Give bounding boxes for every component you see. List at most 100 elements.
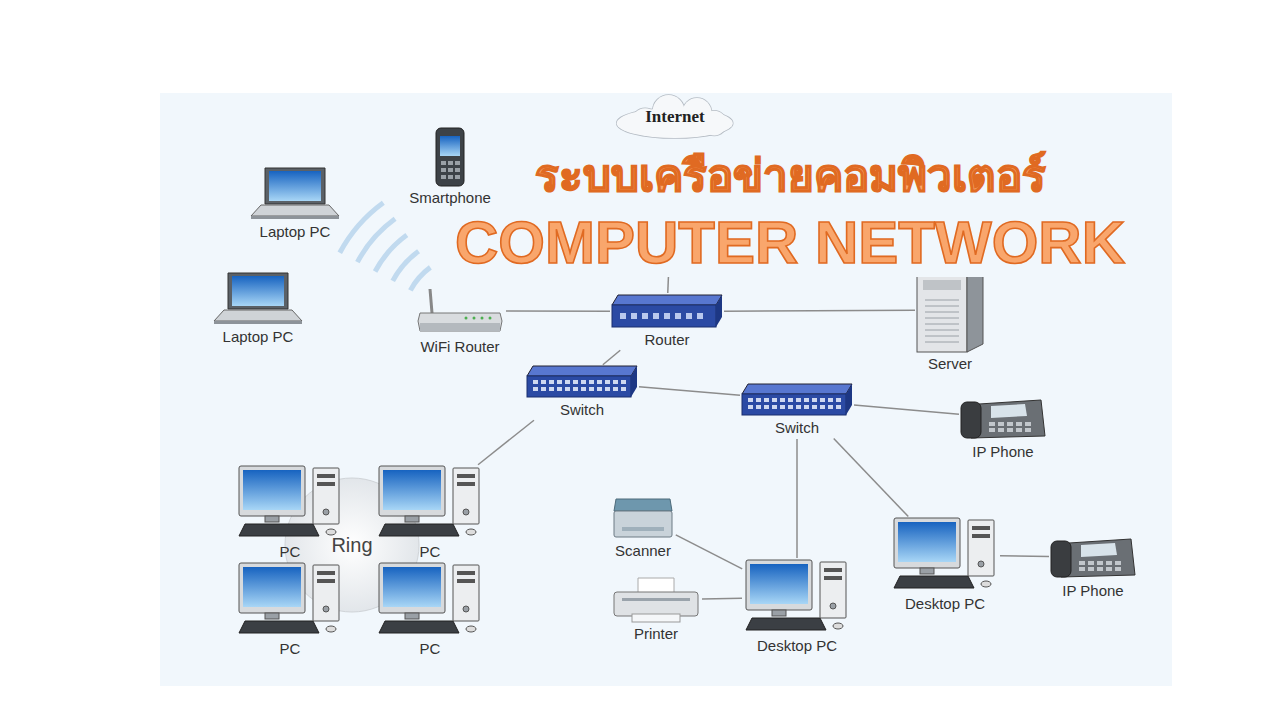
drawing-part — [527, 366, 637, 376]
switch-node: Switch — [742, 384, 852, 437]
drawing-part — [622, 598, 690, 601]
drawing-part — [430, 289, 432, 313]
ipphone-node: IP Phone — [1051, 535, 1135, 600]
network-link — [854, 405, 959, 414]
drawing-part — [379, 621, 459, 633]
drawing-part — [780, 398, 785, 402]
pc-node: PC — [237, 466, 343, 561]
drawing-part — [748, 405, 753, 409]
drawing-part — [265, 516, 279, 522]
drawing-part — [232, 276, 284, 306]
drawing-part — [605, 380, 610, 384]
drawing-part — [614, 499, 672, 511]
drawing-part — [742, 394, 846, 415]
drawing-part — [968, 520, 994, 576]
drawing-part — [925, 342, 959, 343]
drawing-part — [612, 295, 722, 327]
drawing-part — [565, 387, 570, 391]
drawing-part — [441, 161, 446, 165]
drawing-part — [788, 405, 793, 409]
drawing-part — [379, 563, 445, 613]
drawing-part — [455, 175, 460, 179]
drawing-part — [391, 249, 421, 282]
device-label: PC — [420, 640, 441, 658]
drawing-part — [631, 366, 637, 397]
drawing-part — [824, 576, 842, 580]
drawing-part — [961, 400, 1045, 438]
drawing-part — [991, 404, 1027, 418]
drawing-part — [239, 466, 339, 536]
drawing-part — [379, 466, 445, 516]
drawing-part — [533, 387, 538, 391]
drawing-part — [1115, 567, 1121, 571]
drawing-part — [612, 305, 716, 327]
drawing-part — [457, 482, 475, 486]
drawing-part — [239, 563, 305, 613]
drawing-part — [748, 398, 753, 402]
network-link — [724, 310, 915, 311]
drawing-part — [239, 563, 339, 633]
drawing-part — [788, 398, 793, 402]
drawing-part — [756, 398, 761, 402]
ipphone-icon — [1051, 535, 1135, 579]
drawing-part — [440, 136, 460, 156]
drawing-part — [465, 317, 468, 320]
laptop-icon — [251, 168, 339, 220]
drawing-part — [243, 470, 301, 510]
drawing-part — [664, 313, 670, 319]
drawing-part — [1016, 422, 1022, 426]
device-label: PC — [420, 543, 441, 561]
drawing-part — [379, 524, 459, 536]
drawing-part — [746, 618, 826, 630]
drawing-part — [756, 405, 761, 409]
drawing-part — [549, 387, 554, 391]
drawing-part — [448, 175, 453, 179]
drawing-part — [527, 376, 631, 397]
drawing-part — [614, 592, 698, 616]
device-label: Desktop PC — [757, 637, 837, 655]
network-link — [639, 387, 740, 395]
drawing-part — [917, 274, 967, 352]
pc-node: Desktop PC — [744, 560, 850, 655]
drawing-part — [243, 567, 301, 607]
pc-icon — [237, 466, 343, 540]
drawing-part — [405, 613, 419, 619]
scanner-node: Scanner — [612, 497, 674, 560]
drawing-part — [989, 428, 995, 432]
drawing-part — [780, 405, 785, 409]
drawing-part — [967, 268, 983, 352]
drawing-part — [453, 468, 479, 524]
drawing-part — [614, 511, 672, 537]
drawing-part — [820, 405, 825, 409]
drawing-part — [746, 560, 846, 630]
network-link — [603, 350, 620, 364]
drawing-part — [597, 387, 602, 391]
drawing-part — [1007, 428, 1013, 432]
printer-icon — [612, 578, 700, 622]
drawing-part — [622, 527, 664, 531]
drawing-part — [925, 324, 959, 325]
drawing-part — [214, 321, 302, 324]
drawing-part — [317, 579, 335, 583]
drawing-part — [251, 168, 339, 219]
drawing-part — [448, 161, 453, 165]
drawing-part — [925, 318, 959, 319]
drawing-part — [978, 561, 984, 567]
drawing-part — [313, 468, 339, 524]
drawing-part — [573, 387, 578, 391]
drawing-part — [1097, 567, 1103, 571]
ipphone-icon — [961, 396, 1045, 440]
drawing-part — [812, 405, 817, 409]
drawing-part — [613, 380, 618, 384]
network-link — [478, 420, 534, 465]
drawing-part — [1115, 561, 1121, 565]
drawing-part — [1106, 561, 1112, 565]
drawing-part — [621, 380, 626, 384]
drawing-part — [836, 405, 841, 409]
drawing-part — [597, 380, 602, 384]
drawing-part — [1088, 561, 1094, 565]
drawing-part — [981, 581, 991, 587]
device-label: WiFi Router — [420, 338, 499, 356]
heading-label: COMPUTER NETWORK — [449, 208, 1131, 277]
